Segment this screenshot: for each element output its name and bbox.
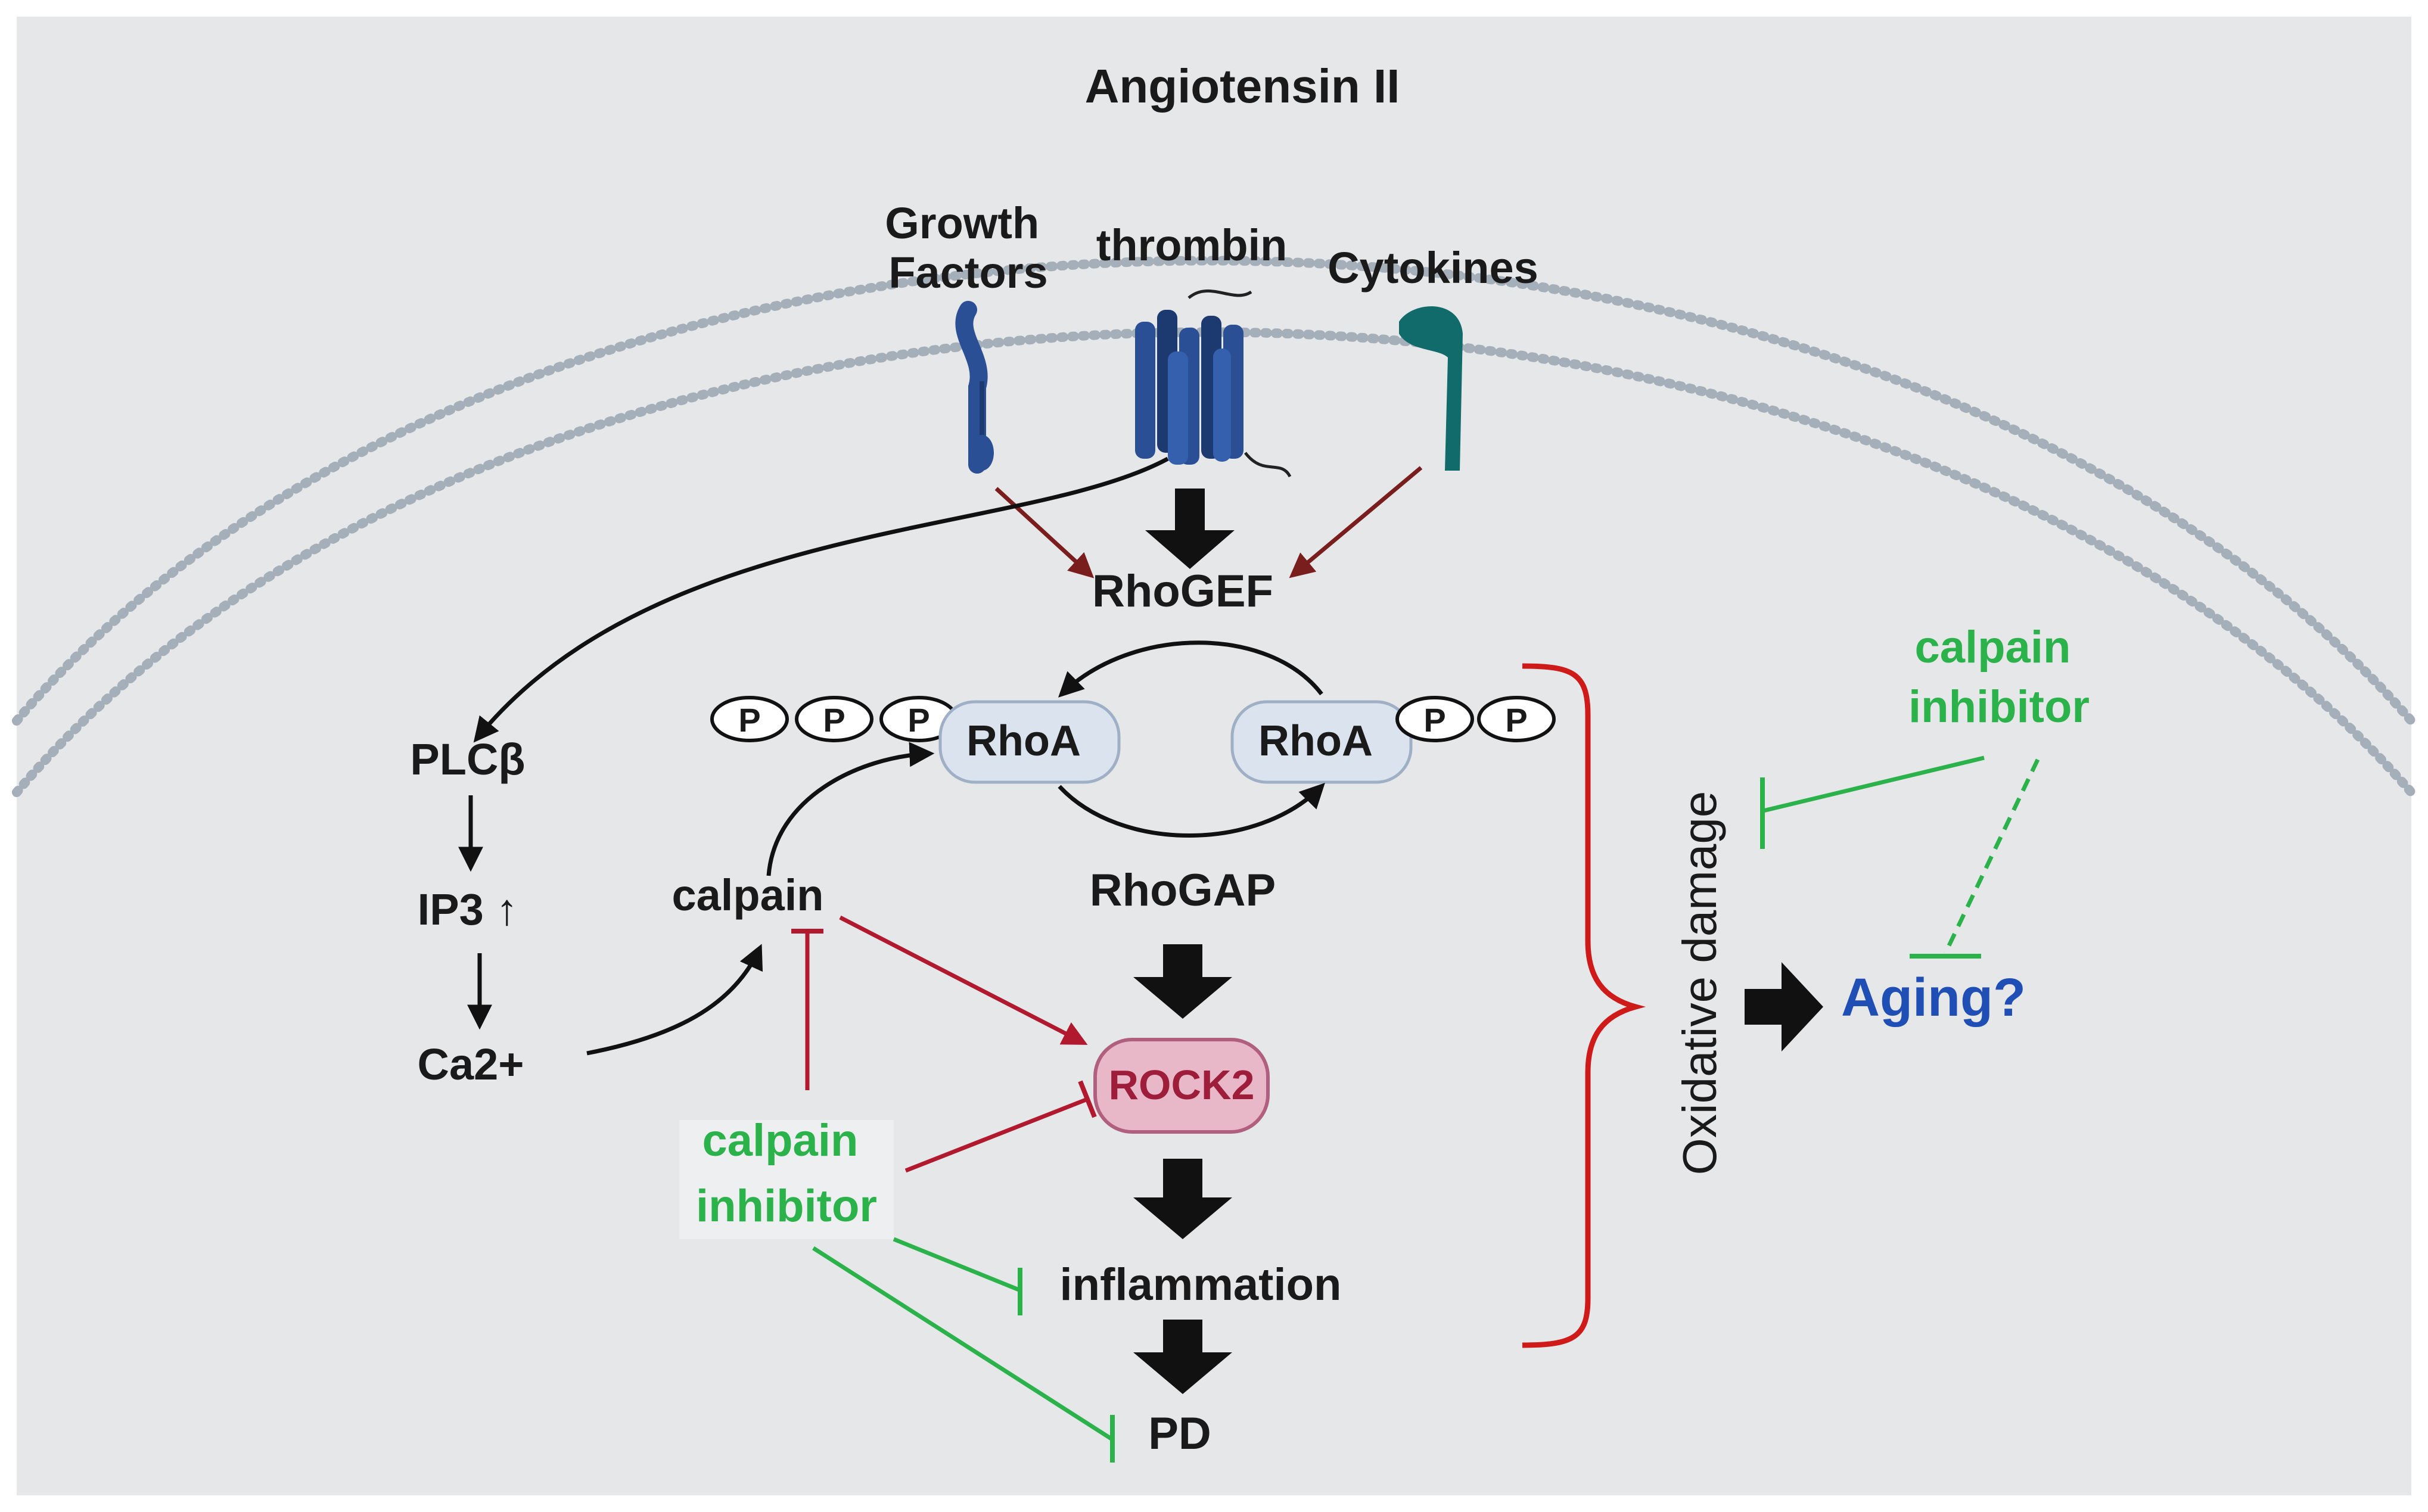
rock2-label: ROCK2 xyxy=(1108,1062,1254,1108)
inhibitor-to-oxidative-damage-inhibition-line xyxy=(1760,755,1985,814)
phosphate-2 xyxy=(795,696,873,742)
inhibitor-to-rock2-inhibition-bar xyxy=(1078,1080,1097,1118)
calpain-inhibitor-right-label: calpain inhibitor xyxy=(1908,622,2090,732)
rock2-to-inflammation-thick-arrow xyxy=(1133,1159,1232,1239)
calpain-to-rhoa-arrow xyxy=(766,742,935,876)
growth-factors-label: Growth Factors xyxy=(885,198,1052,297)
calpain-inhibitor-left-line-1: calpain xyxy=(702,1115,858,1166)
oxidative-damage-label: Oxidative damage xyxy=(1673,791,1726,1175)
inflammation-to-pd-thick-arrow xyxy=(1133,1320,1232,1394)
calpain-to-rock2-arrow xyxy=(839,915,1088,1045)
thrombin-to-plcb-arrow xyxy=(473,456,1169,743)
rhoa-cycle-top-arrow xyxy=(1058,640,1323,698)
calpain-label: calpain xyxy=(672,870,824,920)
inhibitor-to-pd-inhibition-line xyxy=(812,1246,1112,1441)
phosphate-1 xyxy=(710,696,789,742)
oxidative-damage-bracket xyxy=(1522,663,1646,1348)
rock2-node xyxy=(1093,1038,1270,1134)
thrombin-receptor-icon xyxy=(1135,290,1292,478)
calpain-inhibitor-left-label: calpain inhibitor xyxy=(696,1115,877,1231)
rhogef-label: RhoGEF xyxy=(1092,566,1273,617)
phosphate-5 xyxy=(1477,696,1556,742)
phosphate-5-label: P xyxy=(1505,701,1527,739)
phosphate-3-label: P xyxy=(907,701,929,739)
calpain-inhibitor-right-line-2: inhibitor xyxy=(1908,682,2090,732)
page-title: Angiotensin II xyxy=(1085,60,1400,113)
growth-factors-line-2: Factors xyxy=(888,248,1047,297)
oxidative-to-aging-thick-arrow xyxy=(1745,962,1823,1051)
rhogap-to-rock2-thick-arrow xyxy=(1133,944,1232,1019)
cytokines-label: Cytokines xyxy=(1328,243,1538,293)
inhibitor-to-inflammation-inhibition-line xyxy=(893,1237,1020,1292)
thrombin-to-rhogef-thick-arrow xyxy=(1145,489,1235,569)
rhoa-right-label: RhoA xyxy=(1258,717,1373,765)
cytokine-to-rhogef-arrow xyxy=(1289,466,1423,578)
calpain-inhibitor-right-line-1: calpain xyxy=(1914,622,2071,673)
phosphate-4-label: P xyxy=(1423,701,1445,739)
phosphate-4 xyxy=(1395,696,1474,742)
ip3-label: IP3 ↑ xyxy=(418,885,518,934)
pd-label: PD xyxy=(1148,1408,1211,1459)
ca2-label: Ca2+ xyxy=(418,1040,524,1089)
ca2-to-calpain-arrow xyxy=(586,944,763,1056)
thrombin-label: thrombin xyxy=(1096,220,1288,270)
phosphate-2-label: P xyxy=(823,701,845,739)
phosphate-1-label: P xyxy=(738,701,760,739)
inhibitor-to-aging-dashed-inhibition-line xyxy=(1943,758,2040,954)
inflammation-label: inflammation xyxy=(1060,1259,1342,1310)
plcb-label: PLCβ xyxy=(410,735,525,784)
calpain-inhibitor-left-line-2: inhibitor xyxy=(696,1181,877,1231)
rhoa-right-group: RhoA P P xyxy=(1230,696,1556,784)
rhoa-left-group: P P P RhoA xyxy=(710,696,1121,784)
rhoa-right-box xyxy=(1230,700,1413,784)
growth-factors-line-1: Growth xyxy=(885,198,1039,248)
growth-factor-receptor-icon xyxy=(955,301,994,474)
rhoa-left-label: RhoA xyxy=(966,717,1081,765)
growth-factor-to-rhogef-arrow xyxy=(994,487,1095,578)
rhoa-cycle-bottom-arrow xyxy=(1058,783,1325,838)
aging-label: Aging? xyxy=(1841,968,2026,1028)
calpain-inhibitor-left-box xyxy=(679,1120,894,1239)
rhoa-left-box xyxy=(938,700,1121,784)
rhogap-label: RhoGAP xyxy=(1090,865,1276,916)
cytokine-receptor-icon xyxy=(1399,306,1463,471)
inhibitor-to-rock2-inhibition-line xyxy=(904,1097,1089,1173)
